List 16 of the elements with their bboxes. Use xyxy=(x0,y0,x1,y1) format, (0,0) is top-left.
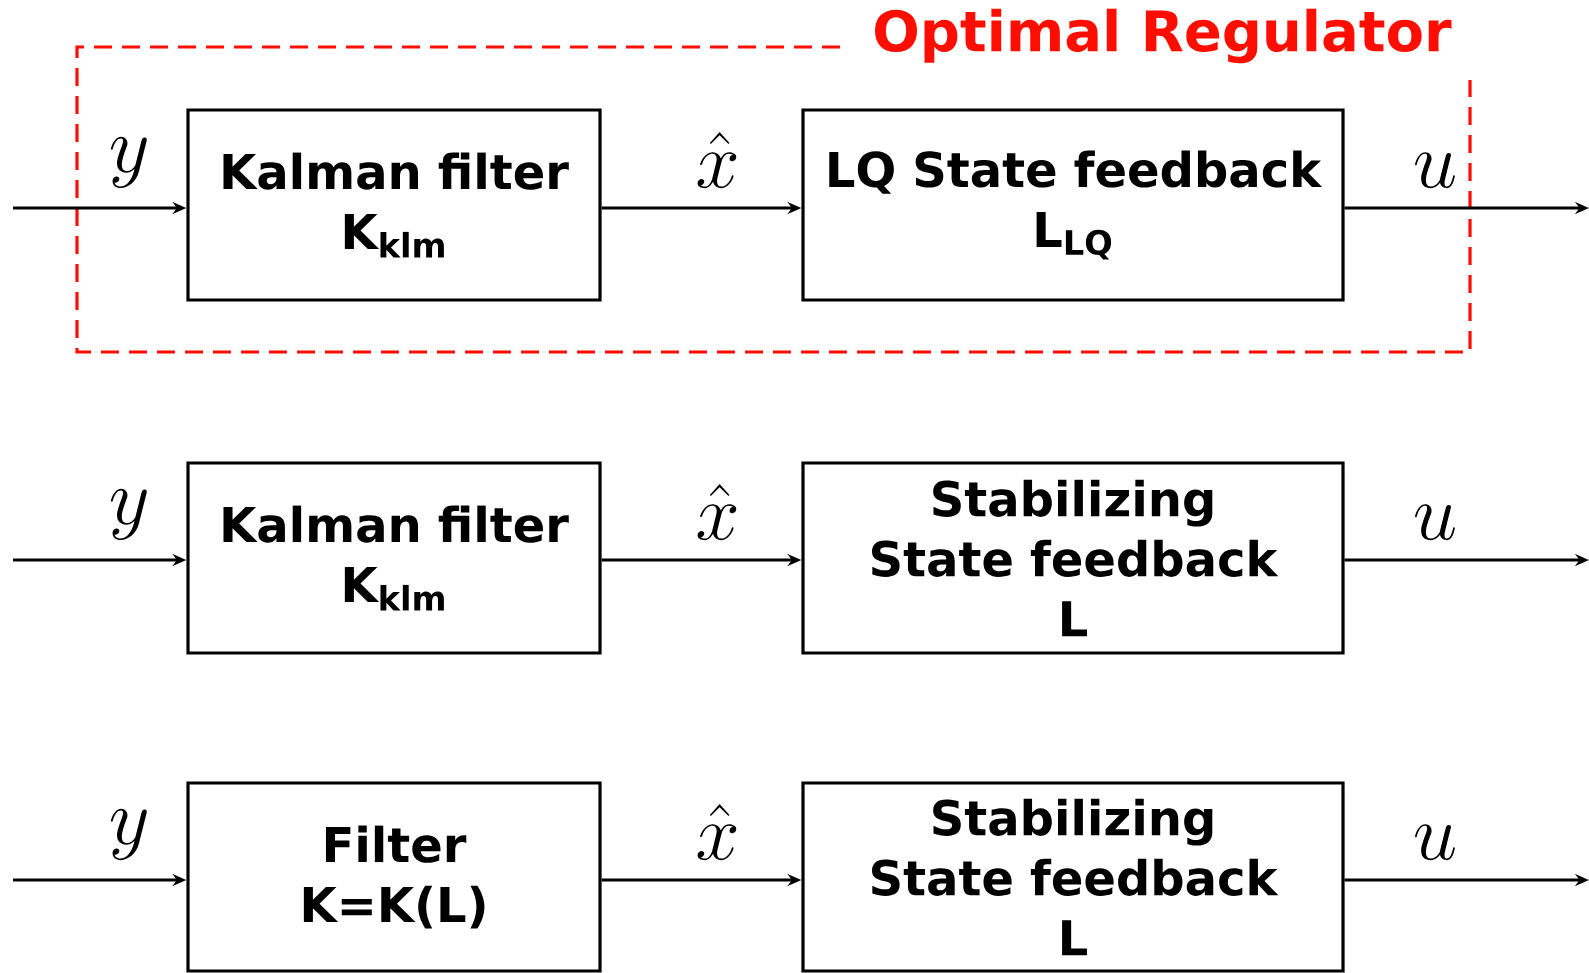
edge-label: $y$ xyxy=(110,808,147,861)
edge-label: $y$ xyxy=(110,488,147,541)
block-box: Kalman filter K$_{klm}$ xyxy=(186,108,602,302)
block-box: Stabilizing State feedback L xyxy=(801,781,1345,973)
edge-label: $u$ xyxy=(1415,152,1455,189)
block-box: Filter K=K(L) xyxy=(186,781,602,973)
block-box: Kalman filter K$_{klm}$ xyxy=(186,461,602,655)
edge-label: $u$ xyxy=(1415,824,1455,861)
edge-label: $\hat{x}$ xyxy=(697,132,737,189)
frame-heading: Optimal Regulator xyxy=(875,8,1452,64)
block-box: Stabilizing State feedback L xyxy=(801,461,1345,655)
edge-label: $\hat{x}$ xyxy=(697,804,737,861)
edge-label: $y$ xyxy=(110,136,147,189)
block-box: LQ State feedback L$_{LQ}$ xyxy=(801,108,1345,302)
edge-label: $\hat{x}$ xyxy=(697,484,737,541)
edge-label: $u$ xyxy=(1415,504,1455,541)
